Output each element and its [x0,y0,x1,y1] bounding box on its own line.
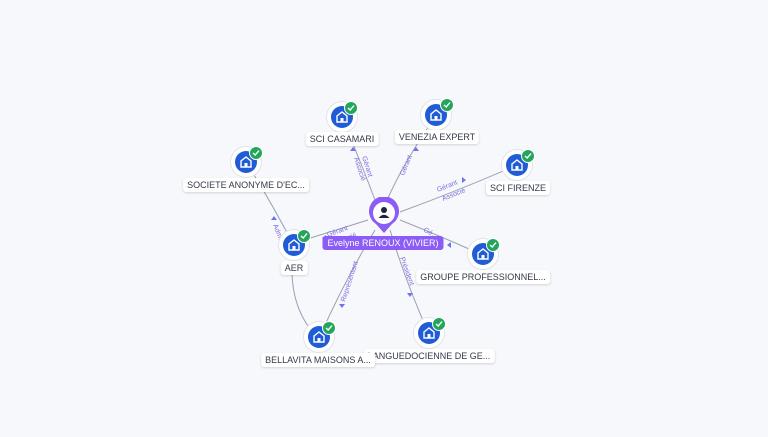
arrow-marker [339,304,345,308]
node-label-bellavita[interactable]: BELLAVITA MAISONS A... [261,353,375,367]
arrow-marker [350,147,356,151]
edge-label-bellavita: Représentant [340,260,360,302]
check-icon [297,229,311,243]
edge-label-languedocienne: Président [398,256,415,286]
check-icon [249,146,263,160]
person-node[interactable] [367,196,401,235]
arrow-marker [413,147,419,151]
edge-firenze [399,164,518,213]
node-label-sci-firenze[interactable]: SCI FIRENZE [485,181,551,195]
check-icon [344,101,358,115]
check-icon [486,238,500,252]
check-icon [322,321,336,335]
node-label-aer[interactable]: AER [280,261,308,275]
arrow-marker [447,242,451,248]
node-label-groupe-professionnel[interactable]: GROUPE PROFESSIONNEL... [416,270,550,284]
person-icon [381,207,387,213]
arrow-marker [407,293,413,297]
arrow-marker [271,216,277,220]
edge-label-venezia: Gérant [399,154,414,177]
node-label-venezia-expert[interactable]: VENEZIA EXPERT [394,130,480,144]
check-icon [521,149,535,163]
node-label-languedocienne[interactable]: LANGUEDOCIENNE DE GE... [363,349,495,363]
person-label[interactable]: Evelyne RENOUX (VIVIER) [322,236,444,250]
check-icon [440,98,454,112]
arrow-marker [462,177,466,183]
check-icon [432,317,446,331]
node-label-societe-anonyme[interactable]: SOCIETE ANONYME D'EC... [183,178,309,192]
edge-societe [245,161,293,243]
node-label-sci-casamari[interactable]: SCI CASAMARI [305,132,379,146]
